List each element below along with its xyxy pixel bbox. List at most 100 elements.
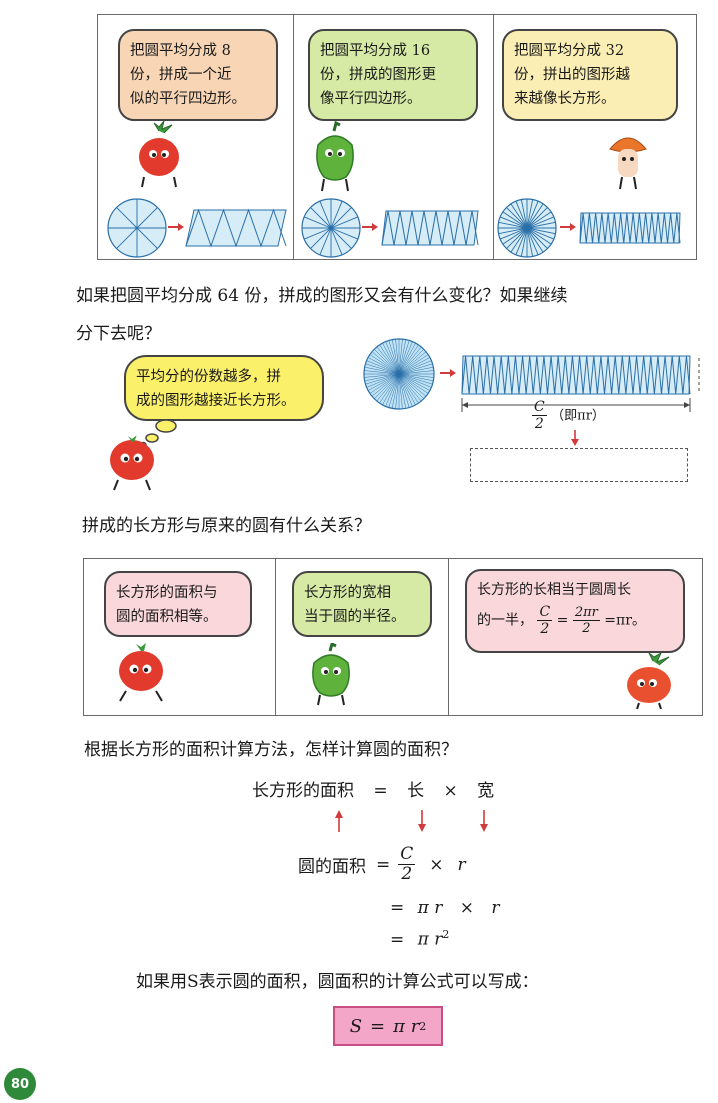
fraction-numerator: C [398,844,416,865]
rearranged-shape [381,210,479,246]
equals-sign: = [556,612,569,629]
circle-sector-line [526,227,539,255]
red-arrow-icon [362,223,378,231]
circle-sector-line [310,207,332,229]
circle-sector-line [398,349,424,375]
fraction-denominator: 2 [582,621,591,636]
page-number-badge: 80 [4,1068,36,1100]
rearranged-shape [579,212,681,244]
circle-sector-line [520,227,528,257]
times-sign: × [459,898,475,918]
circle-sector-line [510,227,528,253]
pepper-character-icon [312,643,350,706]
equals-sign: = [390,898,405,918]
pi-r-term: π r [393,1015,420,1037]
equals-sign: = [390,929,405,950]
red-arrow-icon [440,369,456,377]
circle-sector-line [398,370,434,375]
dashed-rectangle [470,448,688,482]
circle-8-slices [107,198,167,258]
top-panel-3: 把圆平均分成 32 份，拼出的图形越 来越像长方形。 [494,15,695,259]
height-marker [698,358,700,394]
circle-sector-line [398,373,434,382]
mushroom-character-icon [609,137,647,190]
circle-sector-line [526,207,548,229]
circle-sector-line [526,201,539,229]
circle-sector-line [526,227,548,249]
circle-sector-line [330,227,352,249]
circle-sector-line [398,341,413,375]
length-term: 长 [407,781,425,801]
circle-sector-line [526,216,554,229]
circle-sector-line [330,227,358,240]
circle-sector-line [398,373,432,388]
circle-sector-line [515,227,528,255]
times-sign: × [443,781,458,801]
rect-area-label: 长方形的面积 [252,781,354,801]
circle-sector-line [116,207,138,229]
circle-sector-line [136,227,158,249]
bubble-line: 来越像长方形。 [514,91,616,107]
pi-r-term: π r [417,898,443,918]
s-term: S [349,1015,363,1037]
bubble-line: 当于圆的半径。 [304,609,406,625]
circle-sector-line [379,344,400,375]
circle-sector-line [398,373,419,404]
circle-sector-line [371,373,400,397]
circle-sector-line [391,339,400,375]
zigzag-sector-edges [461,355,691,395]
rearranged-shape [461,355,691,395]
circle-sector-line [364,366,400,375]
circle-sector-line [364,373,400,382]
circle-sector-line [376,373,400,402]
parallelogram-8 [185,208,287,248]
circle-sector-line [398,373,403,409]
circle-sector-line [526,199,534,229]
pepper-character-icon [316,121,354,192]
circle-sector-line [364,373,400,378]
middle-panels: 长方形的面积与 圆的面积相等。 长方形的宽相 当于圆的半径。 长方形的长相当于圆… [83,558,703,716]
circle-sector-line [369,354,400,375]
circle-sector-line [374,349,400,375]
circle-64-slices [363,338,435,410]
conclusion-text: 如果用S表示圆的面积，圆面积的计算公式可以写成： [136,972,539,992]
circle-sector-line [379,373,400,404]
circle-sector-line [526,227,544,253]
question-64-line-1: 如果把圆平均分成 64 份，拼成的图形又会有什么变化？如果继续 [76,286,568,306]
up-arrow-icon [335,810,343,832]
circle-sector-line [136,207,158,229]
circle-sector-line [398,339,403,375]
circle-sector-line [526,227,554,240]
bubble-line: 像平行四边形。 [320,91,422,107]
circle-sector-line [398,373,422,402]
circle-sector-line [398,373,410,408]
top-panel-1: 把圆平均分成 8 份，拼成一个近 似的平行四边形。 [98,15,294,259]
circle-16-slices [301,198,361,258]
circle-sector-line [382,343,400,375]
bubble-line: 把圆平均分成 32 [514,43,625,59]
circle-sector-line [382,373,400,405]
top-panel-2: 把圆平均分成 16 份，拼成的图形更 像平行四边形。 [294,15,494,259]
bubble-line: 把圆平均分成 16 [320,43,431,59]
label-numerator: C [532,399,547,416]
circle-sector-line [520,199,528,229]
top-panels: 把圆平均分成 8 份，拼成一个近 似的平行四边形。 把圆平均分成 16 份，拼成… [97,14,697,260]
circle-sector-line [398,366,434,375]
circle-sector-line [502,227,528,245]
circle-sector-line [498,221,528,229]
exponent: 2 [419,1019,427,1033]
circle-sector-line [330,216,358,229]
circle-sector-line [319,201,332,229]
red-arrow-icon [168,223,184,231]
parallelogram-16 [381,210,479,246]
dimension-line [461,398,691,412]
rect-area-line: 长方形的面积 = 长 × 宽 [252,776,494,801]
width-term: 宽 [477,781,495,801]
bubble-line: 长方形的长相当于圆周长 [477,582,631,598]
circle-sector-line [398,357,430,375]
circle-sector-line [304,216,332,229]
circle-sector-line [398,373,427,397]
circle-sector-line [371,351,400,375]
